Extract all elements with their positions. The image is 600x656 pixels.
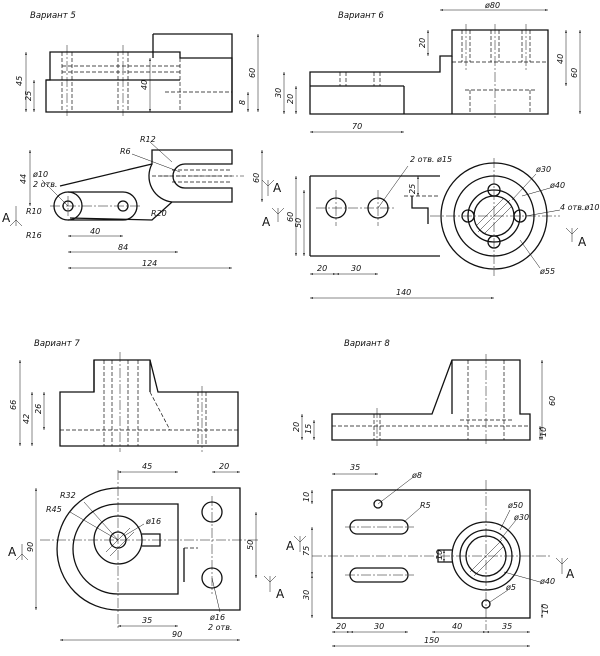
v6-dim-30: 30 xyxy=(274,88,283,98)
v8-dim-10d: 10 xyxy=(541,604,550,614)
v5-dim-40: 40 xyxy=(140,80,149,90)
v5-dim-8: 8 xyxy=(238,100,247,105)
variant-6: Вариант 6 ø80 20 40 60 30 20 xyxy=(262,1,600,299)
v6-dim-25: 25 xyxy=(408,184,417,194)
v8-dim-10: 10 xyxy=(539,427,548,437)
v7-dim-26: 26 xyxy=(34,404,43,414)
v5-dim-25: 25 xyxy=(24,91,33,101)
v7-dim-66: 66 xyxy=(9,400,18,410)
variant-5-title: Вариант 5 xyxy=(30,11,76,21)
v6-dim-20b: 20 xyxy=(286,94,295,104)
v8-dim-20: 20 xyxy=(336,622,346,631)
v6-dim-20: 20 xyxy=(317,264,327,273)
v8-section-right: A xyxy=(566,567,575,581)
v6-dim-50: 50 xyxy=(294,218,303,228)
variant-8-front-view: 60 20 15 10 xyxy=(292,354,557,446)
v7-dim-45: 45 xyxy=(142,462,152,471)
variant-6-title: Вариант 6 xyxy=(338,11,384,21)
v8-dim-r5: R5 xyxy=(420,501,431,510)
v5-section-left: A xyxy=(2,211,11,225)
v6-dim-60: 60 xyxy=(570,68,579,78)
variant-8-top-view: 35 ø8 10 R5 ø50 ø30 75 10 30 ø40 ø5 10 2… xyxy=(286,463,575,647)
v6-dim-d55: ø55 xyxy=(539,267,555,276)
v8-dim-10b: 10 xyxy=(302,492,311,502)
variant-7-top-view: 45 20 R32 R45 ø16 90 50 ø16 2 отв. 35 90… xyxy=(8,462,285,641)
v6-dim-20: 20 xyxy=(418,38,427,48)
variant-8: Вариант 8 60 20 15 10 xyxy=(286,339,575,647)
v5-dim-124: 124 xyxy=(142,259,157,268)
v5-dim-84: 84 xyxy=(118,243,128,252)
v8-dim-40: 40 xyxy=(452,622,462,631)
v7-dim-35: 35 xyxy=(142,616,152,625)
v8-dim-30: 30 xyxy=(302,590,311,600)
v6-dim-40: 40 xyxy=(556,54,565,64)
variant-5: Вариант 5 45 25 40 60 8 xyxy=(2,11,282,269)
v8-dim-d5: ø5 xyxy=(505,583,516,592)
v7-section-left: A xyxy=(8,545,17,559)
v8-dim-d8: ø8 xyxy=(411,471,422,480)
v6-dim-70: 70 xyxy=(352,122,362,131)
variant-5-top-view: 44 60 40 84 124 ø10 2 отв. R10 R16 R12 R… xyxy=(2,135,282,269)
v5-dim-d10: ø10 xyxy=(32,170,48,179)
v5-dim-r10: R10 xyxy=(26,207,42,216)
v8-dim-35b: 35 xyxy=(502,622,512,631)
v7-dim-90: 90 xyxy=(26,542,35,552)
v6-dim-d40: ø40 xyxy=(549,181,565,190)
v8-dim-60: 60 xyxy=(548,396,557,406)
v8-dim-30: 30 xyxy=(374,622,384,631)
v8-dim-10c: 10 xyxy=(435,550,444,560)
v5-dim-r6: R6 xyxy=(120,147,131,156)
v8-section-left: A xyxy=(286,539,295,553)
v6-section-right: A xyxy=(578,235,587,249)
v6-dim-60b: 60 xyxy=(286,212,295,222)
v5-dim-r20: R20 xyxy=(151,209,167,218)
v7-section-right: A xyxy=(276,587,285,601)
variant-7-title: Вариант 7 xyxy=(34,339,80,349)
variant-7: Вариант 7 66 42 26 xyxy=(8,339,285,641)
v7-dim-d16b: ø16 xyxy=(209,613,225,622)
v8-dim-15: 15 xyxy=(304,424,313,434)
v5-dim-45: 45 xyxy=(15,76,24,86)
v7-dim-r45: R45 xyxy=(46,505,62,514)
v5-dim-2holes: 2 отв. xyxy=(33,180,57,189)
v6-dim-140: 140 xyxy=(396,288,411,297)
v5-dim-44: 44 xyxy=(19,174,28,184)
v8-dim-20: 20 xyxy=(292,422,301,432)
v7-dim-20: 20 xyxy=(219,462,229,471)
v6-dim-holes10: 4 отв.ø10 xyxy=(560,203,600,212)
variant-8-title: Вариант 8 xyxy=(344,339,390,349)
v8-dim-d30: ø30 xyxy=(513,513,529,522)
variant-7-front-view: 66 42 26 xyxy=(9,352,239,452)
v6-dim-holes15: 2 отв. ø15 xyxy=(410,155,452,164)
v8-dim-35: 35 xyxy=(350,463,360,472)
v7-dim-50: 50 xyxy=(246,540,255,550)
v5-dim-60b: 60 xyxy=(252,173,261,183)
v7-dim-2holes: 2 отв. xyxy=(208,623,232,632)
v5-dim-r12: R12 xyxy=(140,135,156,144)
v5-dim-60: 60 xyxy=(248,68,257,78)
v7-dim-r32: R32 xyxy=(60,491,76,500)
v8-dim-d50: ø50 xyxy=(507,501,523,510)
v7-dim-d16: ø16 xyxy=(145,517,161,526)
v7-dim-90b: 90 xyxy=(172,630,182,639)
variant-6-front-view: ø80 20 40 60 30 20 70 xyxy=(274,1,581,133)
variant-6-top-view: 2 отв. ø15 25 ø30 ø40 4 отв.ø10 60 50 20… xyxy=(262,155,600,299)
v8-dim-75: 75 xyxy=(302,546,311,556)
v6-dim-d80: ø80 xyxy=(484,1,500,10)
v7-dim-42: 42 xyxy=(22,414,31,424)
v8-dim-150: 150 xyxy=(424,636,439,645)
v5-dim-40b: 40 xyxy=(90,227,100,236)
v8-dim-d40: ø40 xyxy=(539,577,555,586)
variant-5-front-view: 45 25 40 60 8 xyxy=(15,33,259,116)
v6-dim-d30: ø30 xyxy=(535,165,551,174)
v5-section-right: A xyxy=(273,181,282,195)
v5-dim-r16: R16 xyxy=(26,231,42,240)
v6-section-left: A xyxy=(262,215,271,229)
v6-dim-30: 30 xyxy=(351,264,361,273)
